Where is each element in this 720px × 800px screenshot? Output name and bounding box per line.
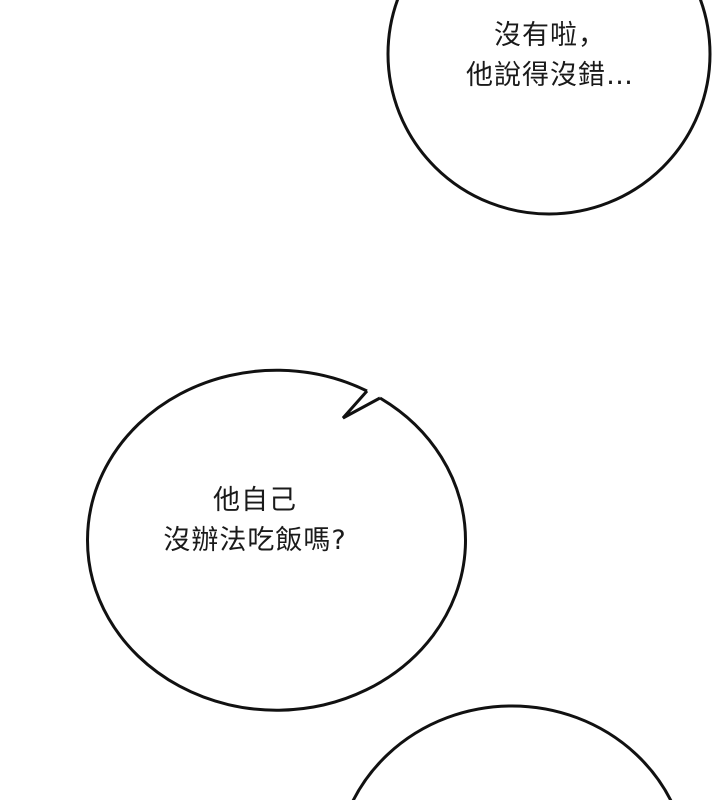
bubble-text-middle-left: 他自己 沒辦法吃飯嗎? xyxy=(70,481,440,561)
speech-bubble-middle-left xyxy=(86,368,467,712)
dialogue-line: 他說得沒錯… xyxy=(466,60,634,91)
speech-bubble-top-right xyxy=(386,0,712,216)
dialogue-line: 沒有啦， xyxy=(494,20,606,51)
dialogue-line: 他自己 xyxy=(213,485,297,516)
bubble-text-top-right: 沒有啦， 他說得沒錯… xyxy=(390,16,710,96)
speech-bubble-bottom-right xyxy=(351,704,673,800)
dialogue-line: 沒辦法吃飯嗎? xyxy=(163,525,347,556)
